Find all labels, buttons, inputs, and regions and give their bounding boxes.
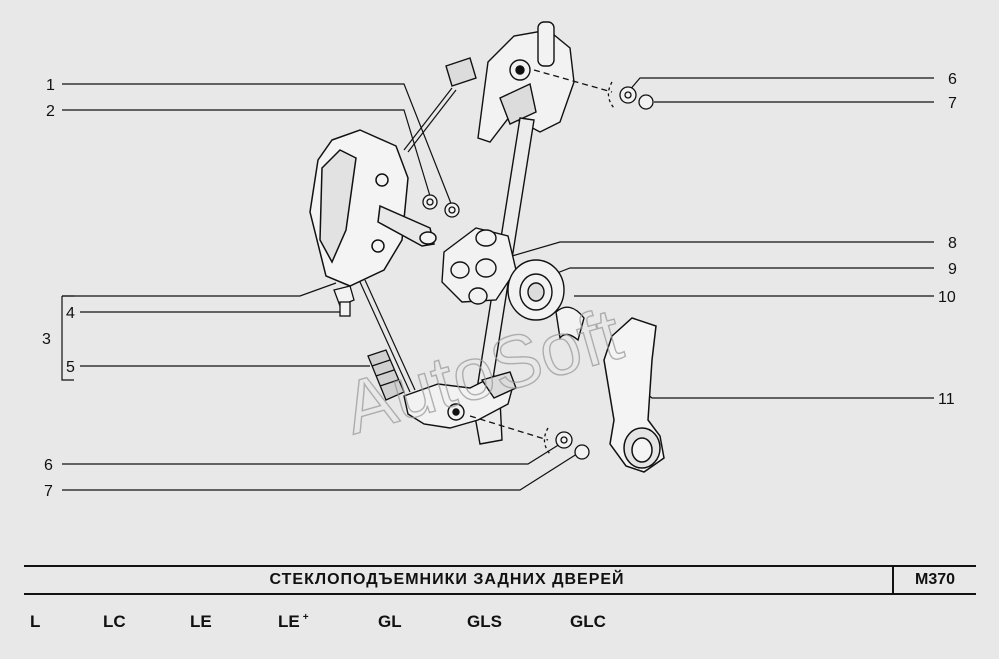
model-item: LE+ (278, 612, 309, 631)
callout-4-left: 4 (66, 305, 75, 322)
model-sup: + (302, 612, 309, 624)
washers-nuts-6-7 (469, 69, 654, 460)
model-item: GL (378, 612, 402, 631)
callout-numbers: 1 2 3 4 5 6 7 6 7 8 9 10 11 (42, 71, 957, 500)
callout-8-right: 8 (948, 235, 957, 252)
callout-9-right: 9 (948, 261, 957, 278)
page-title: СТЕКЛОПОДЪЕМНИКИ ЗАДНИХ ДВЕРЕЙ (269, 571, 625, 588)
model-item: GLS (467, 612, 502, 631)
model-list: L LC LE LE+ GL GLS GLC (0, 612, 999, 642)
callout-5-left: 5 (66, 359, 75, 376)
gear-drive (441, 227, 517, 305)
upper-bracket (445, 21, 575, 143)
crank-handle (603, 317, 665, 473)
title-divider (892, 567, 894, 593)
drum-housing (309, 129, 437, 287)
callout-11-right: 11 (938, 391, 955, 408)
cable (359, 87, 457, 393)
model-item: GLC (570, 612, 606, 631)
callout-7-right: 7 (948, 95, 957, 112)
small-nuts (422, 194, 460, 218)
callout-6-right: 6 (948, 71, 957, 88)
callout-10-right: 10 (938, 289, 956, 306)
title-bar: СТЕКЛОПОДЪЕМНИКИ ЗАДНИХ ДВЕРЕЙ M370 (24, 565, 976, 595)
lower-bracket (403, 371, 517, 429)
callout-3-left: 3 (42, 331, 51, 348)
callout-1-left: 1 (46, 77, 55, 94)
bushing-and-clip (507, 259, 585, 342)
page-code: M370 (914, 571, 956, 588)
model-item: L (30, 612, 41, 631)
model-item: LC (103, 612, 126, 631)
callout-2-left: 2 (46, 103, 55, 120)
callout-6-left: 6 (44, 457, 53, 474)
screw-and-spring (333, 285, 405, 401)
model-item: LE (190, 612, 212, 631)
callout-7-left: 7 (44, 483, 53, 500)
